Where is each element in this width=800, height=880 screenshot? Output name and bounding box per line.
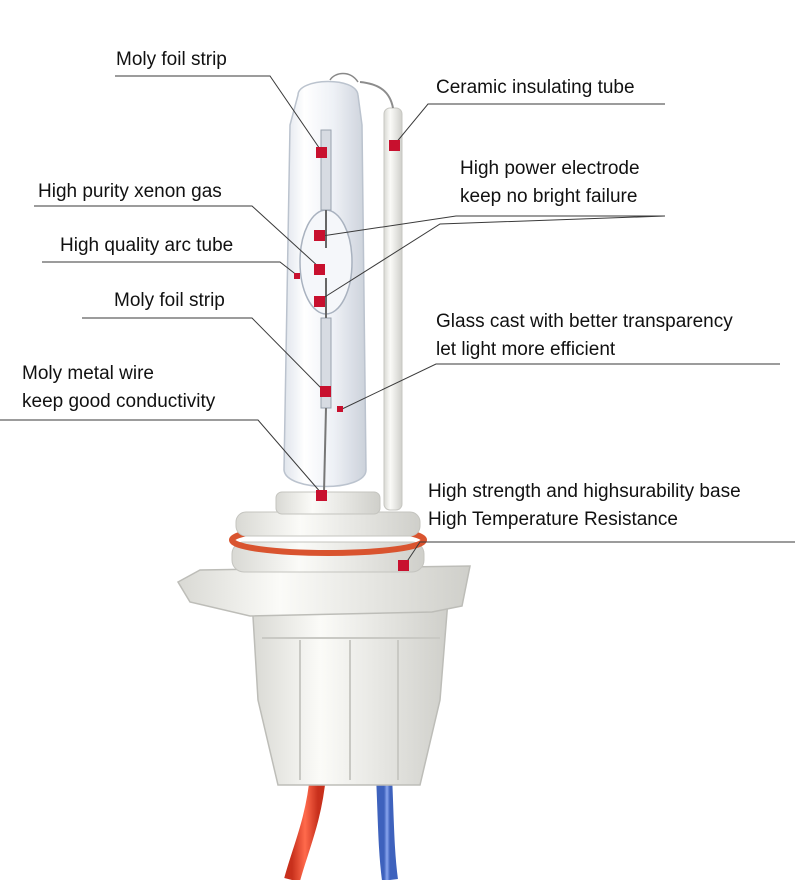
- marker-electrode: [314, 296, 325, 307]
- marker-moly-foil-mid: [320, 386, 331, 397]
- callout-moly-foil-strip-top: Moly foil strip: [116, 49, 227, 70]
- marker-points: [294, 140, 409, 571]
- callout-ceramic-insulating-tube: Ceramic insulating tube: [436, 77, 635, 98]
- marker-glass-cast: [337, 406, 343, 412]
- marker-xenon-gas: [314, 230, 325, 241]
- callout-moly-foil-strip-mid: Moly foil strip: [114, 290, 225, 311]
- ceramic-tube: [383, 107, 403, 511]
- leader-lines: [0, 75, 795, 567]
- marker-moly-foil-top: [316, 147, 327, 158]
- marker-ceramic-tube: [389, 140, 400, 151]
- callout-xenon-gas: High purity xenon gas: [38, 181, 222, 202]
- blue-wire: [376, 774, 398, 880]
- marker-arc-tube-small: [294, 273, 300, 279]
- callout-base: High strength and highsurability base Hi…: [428, 481, 741, 530]
- marker-base: [398, 560, 409, 571]
- base-flange: [176, 565, 471, 617]
- marker-moly-wire: [316, 490, 327, 501]
- callout-high-power-electrode: High power electrode keep no bright fail…: [460, 158, 640, 207]
- callout-arc-tube: High quality arc tube: [60, 235, 234, 256]
- callout-moly-metal-wire: Moly metal wire keep good conductivity: [22, 363, 216, 412]
- callout-glass-cast: Glass cast with better transparency let …: [436, 311, 733, 360]
- red-wire: [284, 774, 326, 880]
- marker-arc-tube: [314, 264, 325, 275]
